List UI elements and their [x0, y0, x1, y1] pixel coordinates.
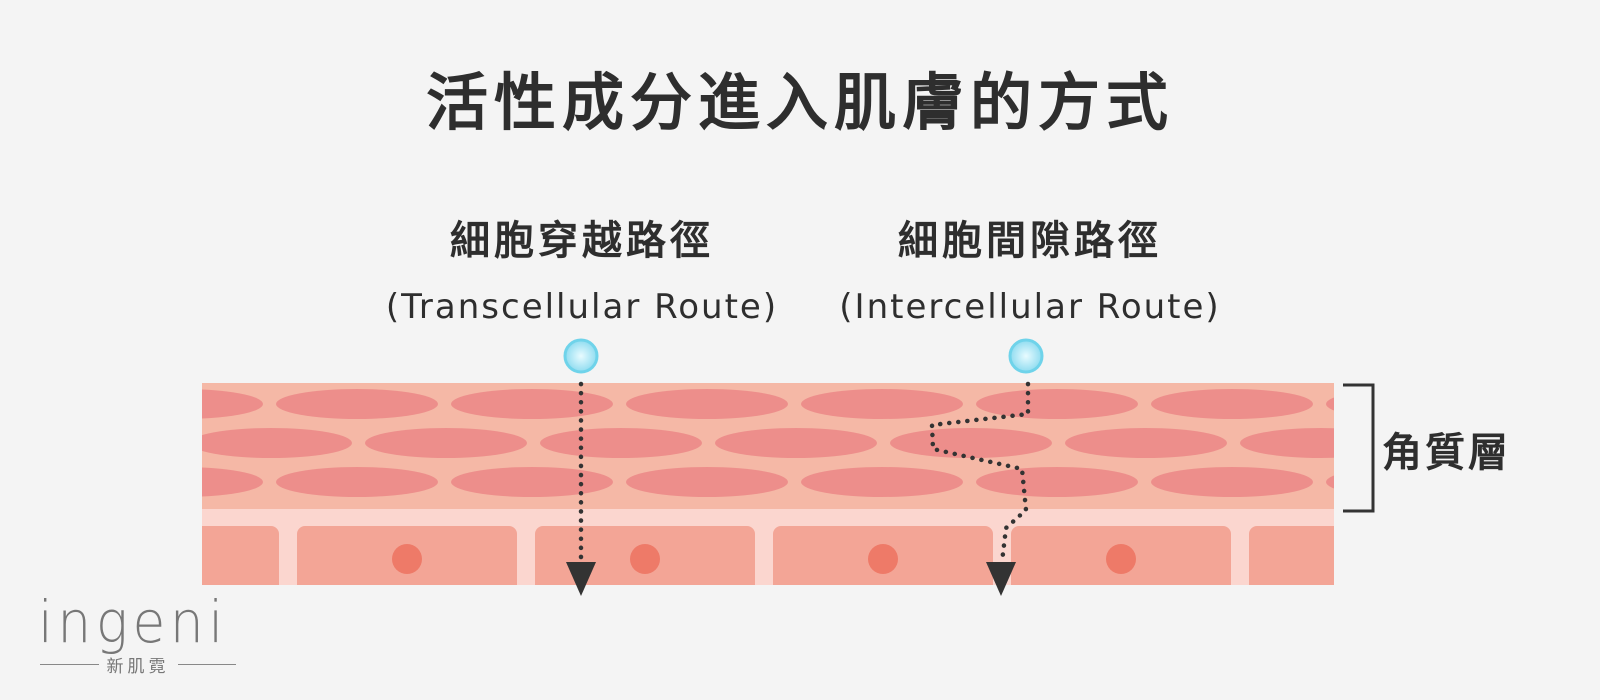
corneocyte-cell	[202, 467, 263, 497]
transcellular-route-label-zh: 細胞穿越路徑	[450, 218, 714, 264]
corneocyte-cell	[276, 389, 438, 419]
cell-nucleus	[630, 544, 660, 574]
active-ingredient-particle	[563, 338, 599, 374]
epidermal-cell	[202, 526, 279, 585]
corneocyte-cell	[1151, 467, 1313, 497]
corneocyte-cell	[202, 428, 352, 458]
cell-nucleus	[1344, 544, 1374, 574]
logo-rule-right	[177, 664, 236, 665]
intercellular-path-line	[929, 381, 1031, 565]
corneocyte-cell	[976, 389, 1138, 419]
layer-bracket	[1343, 383, 1375, 513]
corneocyte-cell	[1240, 428, 1334, 458]
corneocytes	[15, 389, 1334, 497]
intercellular-route-label-zh: 細胞間隙路徑	[898, 218, 1162, 264]
corneocyte-cell	[540, 428, 702, 458]
cell-nucleus	[1106, 544, 1136, 574]
transcellular-route-label-en: (Transcellular Route)	[385, 287, 779, 327]
stratum-corneum-label: 角質層	[1382, 430, 1511, 476]
corneocyte-cell	[1326, 397, 1334, 411]
corneocyte-cell	[1326, 475, 1334, 489]
corneocyte-cell	[715, 428, 877, 458]
corneocyte-cell	[890, 428, 1052, 458]
skin-cross-section	[15, 383, 1374, 585]
corneocyte-cell	[451, 389, 613, 419]
transcellular-path	[563, 338, 599, 596]
ingeni-logo: ingeni	[38, 588, 228, 656]
intercellular-path	[929, 338, 1044, 596]
cell-nucleus	[154, 544, 184, 574]
logo-rule-left	[40, 664, 99, 665]
corneocyte-cell	[1151, 389, 1313, 419]
arrowhead-icon	[566, 562, 596, 596]
epidermal-cell	[1249, 526, 1334, 585]
active-ingredient-particle	[1008, 338, 1044, 374]
corneocyte-cell	[15, 428, 177, 458]
logo-subtitle: 新肌霓	[40, 652, 236, 677]
corneocyte-cell	[202, 389, 263, 419]
diagram-title: 活性成分進入肌膚的方式	[425, 66, 1174, 139]
corneocyte-cell	[801, 467, 963, 497]
corneocyte-cell	[276, 467, 438, 497]
cell-nucleus	[868, 544, 898, 574]
corneocyte-cell	[1065, 428, 1227, 458]
corneocyte-cell	[626, 389, 788, 419]
corneocyte-cell	[451, 467, 613, 497]
corneocyte-cell	[976, 467, 1138, 497]
cell-nucleus	[392, 544, 422, 574]
intercellular-route-label-en: (Intercellular Route)	[839, 287, 1221, 327]
corneocyte-cell	[801, 389, 963, 419]
logo-subtitle-text: 新肌霓	[106, 657, 170, 677]
corneocyte-cell	[365, 428, 527, 458]
arrowhead-icon	[986, 562, 1016, 596]
corneocyte-cell	[626, 467, 788, 497]
